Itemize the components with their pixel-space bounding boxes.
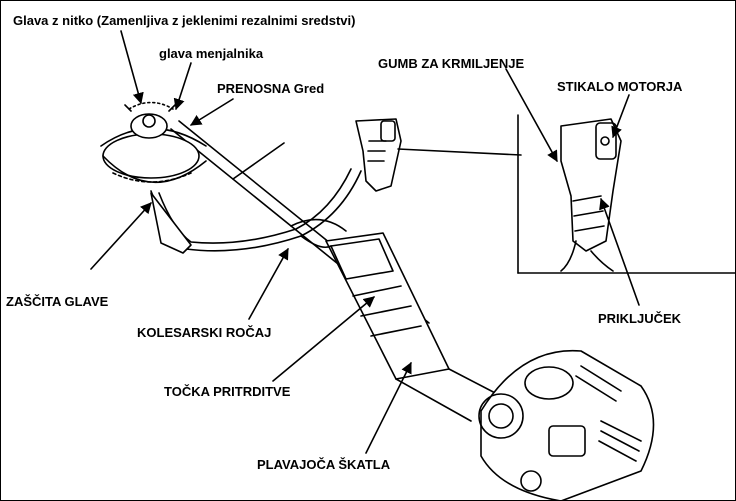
label-head-guard: ZAŠČITA GLAVE xyxy=(6,294,108,309)
label-trimmer-head: Glava z nitko (Zamenljiva z jeklenimi re… xyxy=(13,13,355,28)
label-floating-box: PLAVAJOČA ŠKATLA xyxy=(257,457,390,472)
drive-shaft-tube xyxy=(171,121,501,421)
label-suspension-point: TOČKA PRITRDITVE xyxy=(164,384,290,399)
engine-unit xyxy=(479,351,654,501)
label-throttle-trigger: GUMB ZA KRMILJENJE xyxy=(378,56,524,71)
throttle-grip xyxy=(356,119,521,191)
label-gear-head: glava menjalnika xyxy=(159,46,263,61)
label-attachment-point: PRIKLJUČEK xyxy=(598,311,681,326)
label-bicycle-handle: KOLESARSKI ROČAJ xyxy=(137,325,271,340)
label-engine-switch: STIKALO MOTORJA xyxy=(557,79,682,94)
detail-inset xyxy=(518,115,735,273)
trimmer-head-assembly xyxy=(101,103,206,183)
label-drive-shaft: PRENOSNA Gred xyxy=(217,81,324,96)
